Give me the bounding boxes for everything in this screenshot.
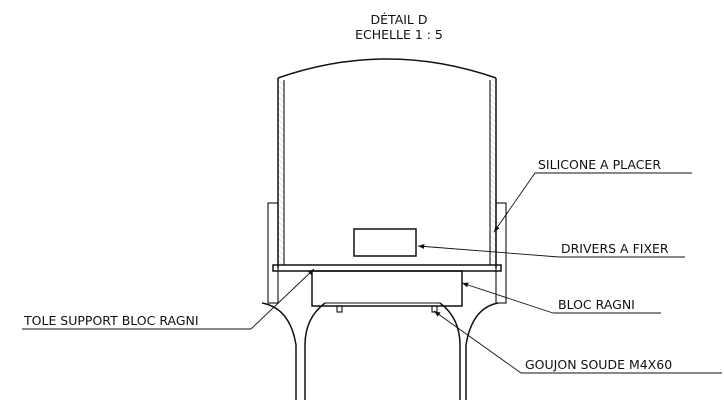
drivers-block	[353, 228, 417, 257]
bloc-ragni	[311, 270, 463, 307]
support-legs	[261, 302, 499, 400]
callout-drivers: DRIVERS A FIXER	[417, 241, 685, 258]
goujon-studs	[336, 305, 438, 313]
callout-silicone: SILICONE A PLACER	[493, 157, 692, 233]
silicone-flaps	[267, 202, 507, 304]
svg-text:TOLE SUPPORT BLOC RAGNI: TOLE SUPPORT BLOC RAGNI	[23, 313, 199, 328]
detail-title: DÉTAIL D	[371, 12, 428, 27]
tole-support-plate	[272, 264, 502, 272]
svg-text:DRIVERS A FIXER: DRIVERS A FIXER	[561, 241, 669, 256]
svg-text:SILICONE A PLACER: SILICONE A PLACER	[538, 157, 661, 172]
callout-bloc: BLOC RAGNI	[461, 282, 661, 314]
svg-text:GOUJON SOUDE M4X60: GOUJON SOUDE M4X60	[525, 357, 672, 372]
tube-body	[277, 58, 497, 268]
svg-text:BLOC RAGNI: BLOC RAGNI	[558, 297, 635, 312]
detail-scale: ECHELLE 1 : 5	[355, 27, 443, 42]
callout-tole: TOLE SUPPORT BLOC RAGNI	[22, 268, 315, 330]
callout-goujon: GOUJON SOUDE M4X60	[433, 310, 722, 374]
